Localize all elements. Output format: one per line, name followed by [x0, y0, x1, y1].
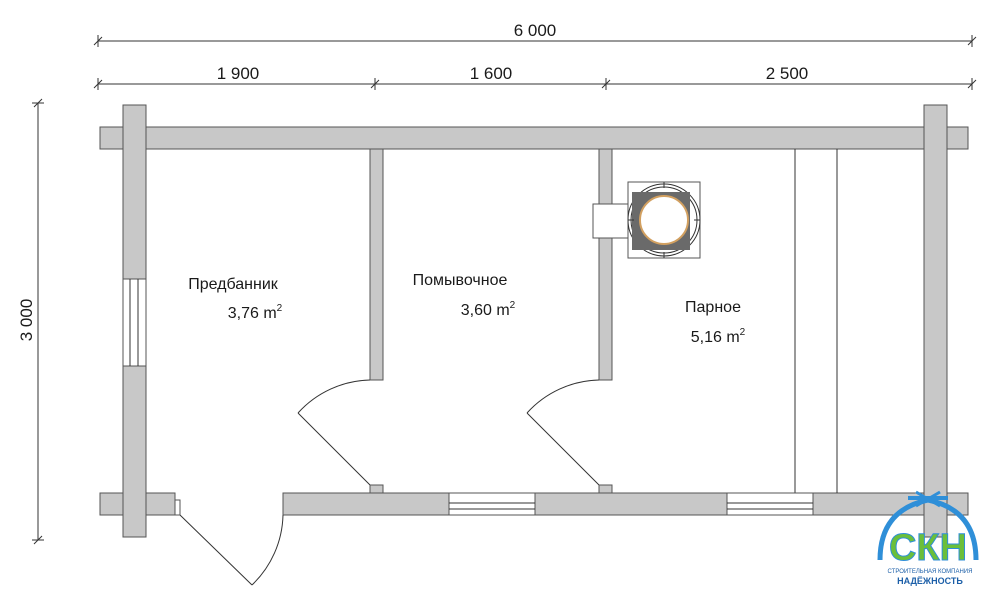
overall-depth-label: 3 000 [17, 299, 36, 342]
room-name-pomyvochnoe: Помывочное [413, 272, 508, 289]
logo-name: НАДЁЖНОСТЬ [897, 576, 963, 586]
entrance-door [174, 499, 284, 586]
logo-letters: СКН [889, 527, 967, 569]
window-bottom-1 [448, 492, 536, 516]
room-name-parnoe: Парное [685, 299, 741, 316]
dimension-line-segments [93, 78, 977, 90]
room-area-parnoe: 5,16 m2 [691, 327, 746, 346]
door-washroom [297, 379, 371, 486]
segment-3-label: 2 500 [766, 64, 809, 83]
room-area-pomyvochnoe: 3,60 m2 [461, 300, 516, 319]
window-bottom-2 [726, 492, 814, 516]
window-left [122, 278, 147, 367]
stove [592, 181, 701, 259]
dimension-line-depth [32, 98, 44, 545]
door-steam-room [526, 379, 600, 486]
company-logo: СКН СТРОИТЕЛЬНАЯ КОМПАНИЯ НАДЁЖНОСТЬ [877, 490, 979, 586]
room-name-predbannik: Предбанник [188, 276, 279, 293]
segment-1-label: 1 900 [217, 64, 260, 83]
overall-width-label: 6 000 [514, 21, 557, 40]
logo-tagline: СТРОИТЕЛЬНАЯ КОМПАНИЯ [888, 569, 973, 575]
interior-partitions [369, 148, 613, 494]
room-area-predbannik: 3,76 m2 [228, 303, 283, 322]
segment-2-label: 1 600 [470, 64, 513, 83]
bench [794, 149, 838, 493]
dimension-line-overall-width [93, 35, 977, 47]
